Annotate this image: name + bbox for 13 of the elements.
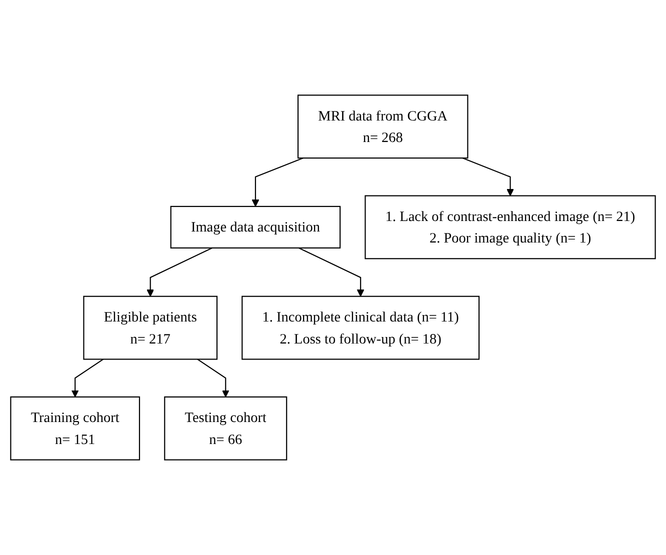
node-box: Training cohort n= 151 [10,396,140,460]
node-box: Testing cohort n= 66 [164,396,288,460]
arrow [252,158,304,207]
node-box: Eligible patients n= 217 [83,296,218,360]
arrow [146,247,212,297]
node-box: 1. Lack of contrast-enhanced image (n= 21) 2. Poor image quality (n= 1) [364,195,656,260]
arrow [298,247,364,297]
node-box: Image data acquisition [170,206,341,248]
arrow [462,158,514,196]
node-box: 1. Incomplete clinical data (n= 11) 2. Loss to follow-up (n= 18) [242,296,480,360]
node-box: MRI data from CGGA n= 268 [297,94,468,159]
arrow [71,358,104,398]
arrow [197,358,230,398]
